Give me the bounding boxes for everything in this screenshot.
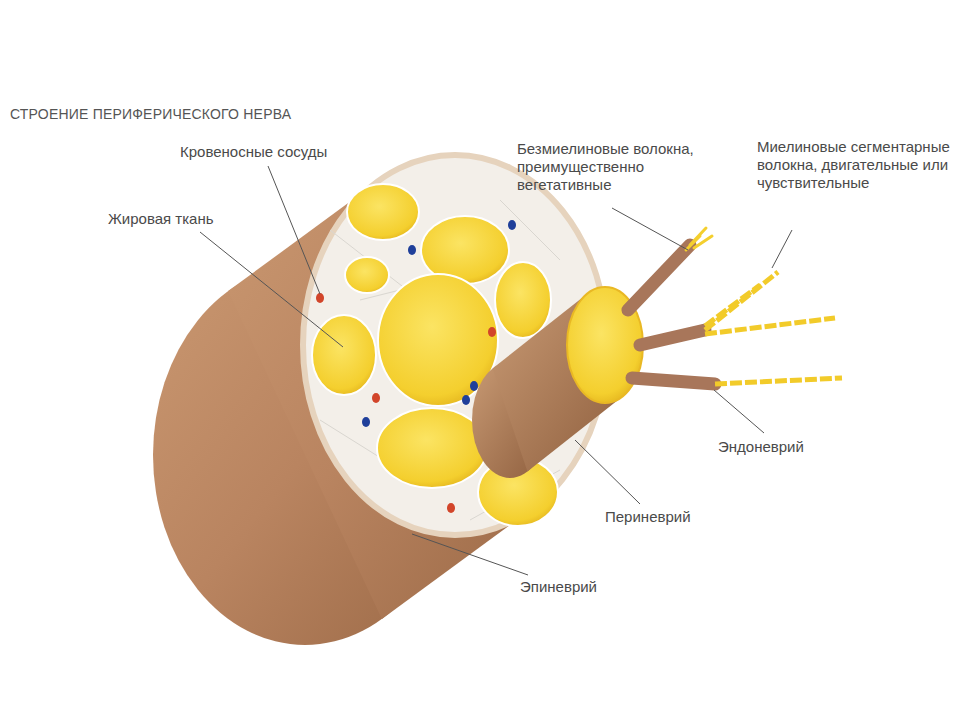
blood-vessel — [447, 503, 455, 513]
nerve-fascicle — [345, 257, 389, 293]
unmyelinated-fibre — [694, 236, 712, 248]
leader-line — [200, 232, 343, 347]
part-label: Безмиелиновые волокна, преимущественно в… — [517, 140, 722, 194]
nerve-fascicle — [347, 184, 419, 240]
myelinated-fibre — [705, 318, 835, 334]
nerve-drawing — [153, 155, 842, 645]
part-label: Миелиновые сегментарные волокна, двигате… — [757, 138, 952, 192]
leader-line — [575, 440, 640, 504]
leader-line — [268, 166, 320, 294]
part-label: Кровеносные сосуды — [180, 143, 327, 161]
leader-line — [412, 534, 528, 575]
leader-line — [612, 208, 688, 250]
blood-vessel — [362, 417, 370, 427]
blood-vessel — [408, 245, 416, 255]
endoneurium-tube — [640, 330, 705, 345]
leader-line — [772, 230, 792, 268]
leader-lines — [200, 166, 792, 575]
myelinated-fibre — [705, 285, 760, 326]
myelinated-fibre — [705, 272, 778, 330]
part-label: Периневрий — [605, 508, 691, 526]
endoneurium-tube — [628, 245, 690, 310]
part-label: Эпиневрий — [520, 578, 597, 596]
blood-vessel — [470, 381, 478, 391]
leader-line — [714, 390, 764, 433]
diagram-title: СТРОЕНИЕ ПЕРИФЕРИЧЕСКОГО НЕРВА — [10, 106, 291, 123]
part-label: Эндоневрий — [718, 438, 804, 456]
blood-vessel — [316, 293, 324, 303]
endoneurium-tube — [632, 378, 715, 384]
blood-vessel — [508, 220, 516, 230]
nerve-fascicle — [377, 408, 487, 488]
part-label: Жировая ткань — [108, 210, 214, 228]
nerve-fascicle — [312, 315, 376, 395]
blood-vessel — [462, 395, 470, 405]
myelinated-fibre — [715, 378, 842, 384]
blood-vessel — [372, 393, 380, 403]
nerve-fascicle — [495, 262, 551, 338]
blood-vessel — [488, 327, 496, 337]
